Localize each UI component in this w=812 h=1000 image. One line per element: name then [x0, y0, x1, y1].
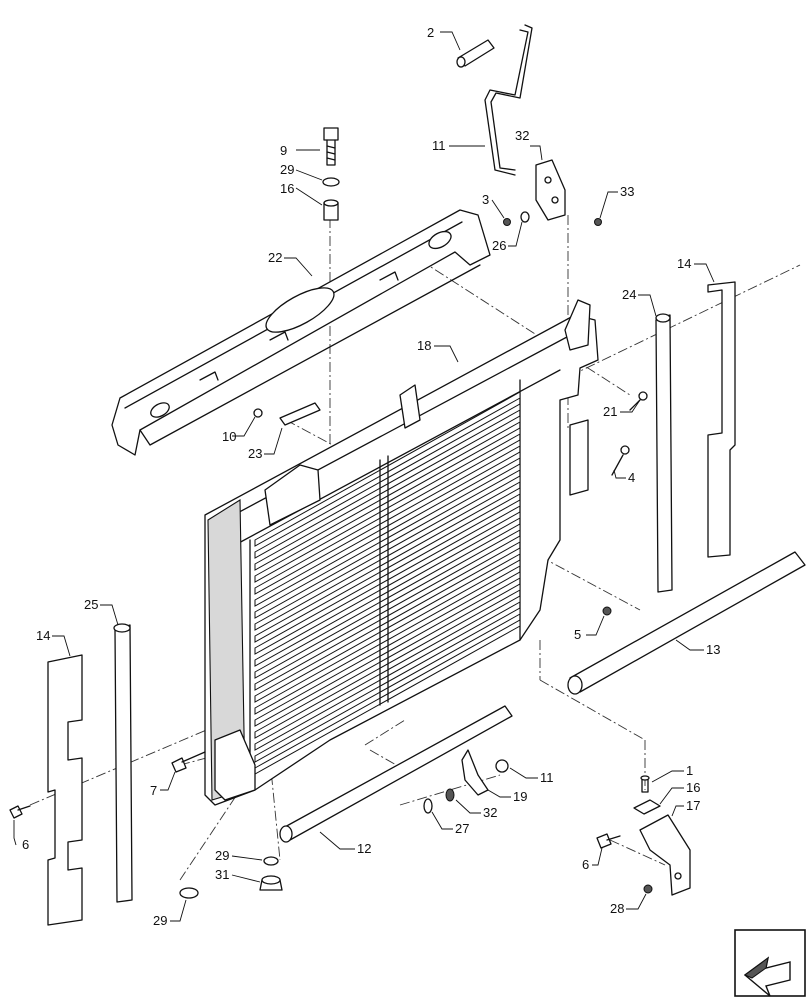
fastener-5 [602, 606, 612, 616]
callout-10: 9 [280, 143, 287, 158]
nut-30 [259, 875, 283, 891]
latch-bracket [535, 159, 566, 221]
top-shroud [111, 209, 491, 456]
spacer-31 [445, 788, 455, 802]
fastener-33 [594, 218, 602, 226]
callout-15: 14 [677, 256, 691, 271]
callout-28: 29 [153, 913, 167, 928]
callout-29-top: 29 [280, 162, 294, 177]
callout-13: 13 [706, 642, 720, 657]
callout-24-left: 25 [84, 597, 98, 612]
clip-23 [279, 402, 321, 426]
bolt-6-left [9, 805, 31, 819]
bolt-10 [323, 127, 339, 166]
callout-9: 11 [540, 770, 554, 785]
callout-20: 19 [513, 789, 527, 804]
callout-6-right: 6 [582, 857, 589, 872]
plate-17 [633, 799, 661, 815]
washer-29-top [322, 177, 340, 187]
nut-3 [503, 218, 511, 226]
callout-1: 1 [686, 763, 693, 778]
callout-22: 22 [268, 250, 282, 265]
washer-29-bottom [263, 856, 279, 866]
callout-8: 10 [222, 429, 236, 444]
callout-18: 17 [686, 798, 700, 813]
callout-14: 14 [36, 628, 50, 643]
callout-4: 4 [628, 470, 635, 485]
callout-labels: 2 9 29 16 11 32 3 26 33 22 14 24 18 21 1… [13, 25, 720, 928]
washer-26 [520, 211, 530, 223]
callout-31: 32 [483, 805, 497, 820]
seal-strip-15 [707, 281, 736, 558]
fastener-8 [253, 408, 263, 418]
callout-29-bottom: 29 [215, 848, 229, 863]
seal-24-left [113, 623, 133, 903]
callout-30: 31 [215, 867, 229, 882]
washer-27 [423, 798, 433, 814]
callout-16: 16 [280, 181, 294, 196]
callout-7: 7 [150, 783, 157, 798]
callout-2: 2 [427, 25, 434, 40]
radiator-grille-frame [204, 299, 599, 806]
callout-11: 12 [357, 841, 371, 856]
seal-strip-14 [47, 654, 83, 926]
callout-32: 32 [515, 128, 529, 143]
callout-5: 5 [574, 627, 581, 642]
bolt-21 [629, 391, 648, 411]
bolt-1 [640, 775, 650, 793]
spacer-16 [323, 199, 339, 221]
callout-21: 21 [603, 404, 617, 419]
callout-25: 28 [610, 901, 624, 916]
bracket-20 [461, 749, 489, 796]
callout-6-left: 6 [22, 837, 29, 852]
callout-3: 3 [482, 192, 489, 207]
seal-13 [567, 551, 806, 695]
washer-28 [179, 887, 199, 899]
callout-12: 11 [432, 138, 446, 153]
seal-11 [279, 705, 513, 843]
seal-24-right [655, 313, 673, 593]
callout-26: 26 [492, 238, 506, 253]
rod-grip [456, 39, 495, 68]
callout-23: 23 [248, 446, 262, 461]
fastener-25 [643, 884, 653, 894]
callout-19: 18 [417, 338, 431, 353]
bracket-18 [639, 814, 691, 896]
bolt-6-right [596, 833, 621, 849]
callout-17: 16 [686, 780, 700, 795]
prop-rod-assembly [456, 24, 533, 176]
callout-27: 27 [455, 821, 469, 836]
fasteners [9, 127, 661, 899]
bolt-7 [171, 751, 206, 773]
nut-9 [495, 759, 509, 773]
front-direction-arrow-icon [734, 929, 806, 997]
bolt-4 [611, 445, 630, 476]
callout-24-right: 24 [622, 287, 636, 302]
callout-33: 33 [620, 184, 634, 199]
